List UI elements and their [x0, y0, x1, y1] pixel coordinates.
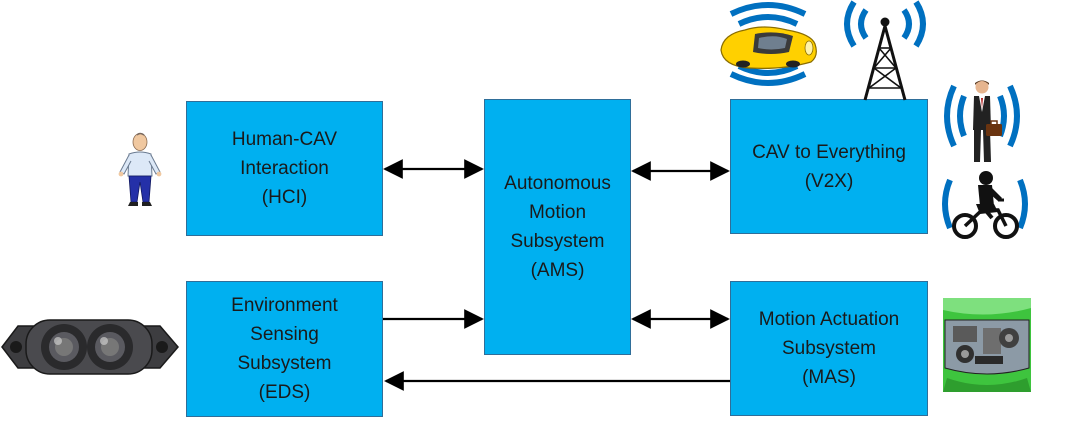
v2x-label-line-2: (V2X) — [804, 170, 854, 192]
mas-label-line-2: Subsystem — [782, 338, 876, 359]
car-engine-icon — [943, 298, 1031, 392]
mas-label-line-1: Motion Actuation — [758, 309, 900, 330]
hci-block: Human-CAV Interaction (HCI) — [186, 101, 383, 236]
radio-tower-icon — [844, 0, 926, 101]
businessman-icon — [944, 80, 1020, 162]
mas-block: Motion Actuation Subsystem (MAS) — [730, 281, 928, 416]
hci-label-line-3: (HCI) — [261, 187, 308, 208]
ams-label-line-4: (AMS) — [530, 260, 585, 281]
v2x-block: CAV to Everything (V2X) — [730, 99, 928, 234]
mas-label-line-3: (MAS) — [802, 367, 856, 388]
eds-block: Environment Sensing Subsystem (EDS) — [186, 281, 383, 417]
hci-label-line-2: Interaction — [240, 158, 329, 179]
ams-label-line-2: Motion — [528, 202, 587, 223]
person-icon — [118, 132, 162, 206]
stereo-camera-icon — [1, 319, 179, 375]
eds-label-line-4: (EDS) — [258, 382, 311, 403]
ams-label-line-1: Autonomous — [504, 173, 611, 194]
v2x-label-line-1: CAV to Everything — [752, 141, 906, 163]
hci-label-line-1: Human-CAV — [231, 129, 338, 150]
eds-label-line-3: Subsystem — [237, 353, 332, 374]
eds-label-line-1: Environment — [231, 295, 338, 316]
yellow-car-icon — [720, 2, 817, 86]
ams-block: Autonomous Motion Subsystem (AMS) — [484, 99, 631, 355]
ams-label-line-3: Subsystem — [510, 231, 605, 252]
motorcycle-icon — [942, 171, 1028, 239]
eds-label-line-2: Sensing — [250, 324, 319, 345]
